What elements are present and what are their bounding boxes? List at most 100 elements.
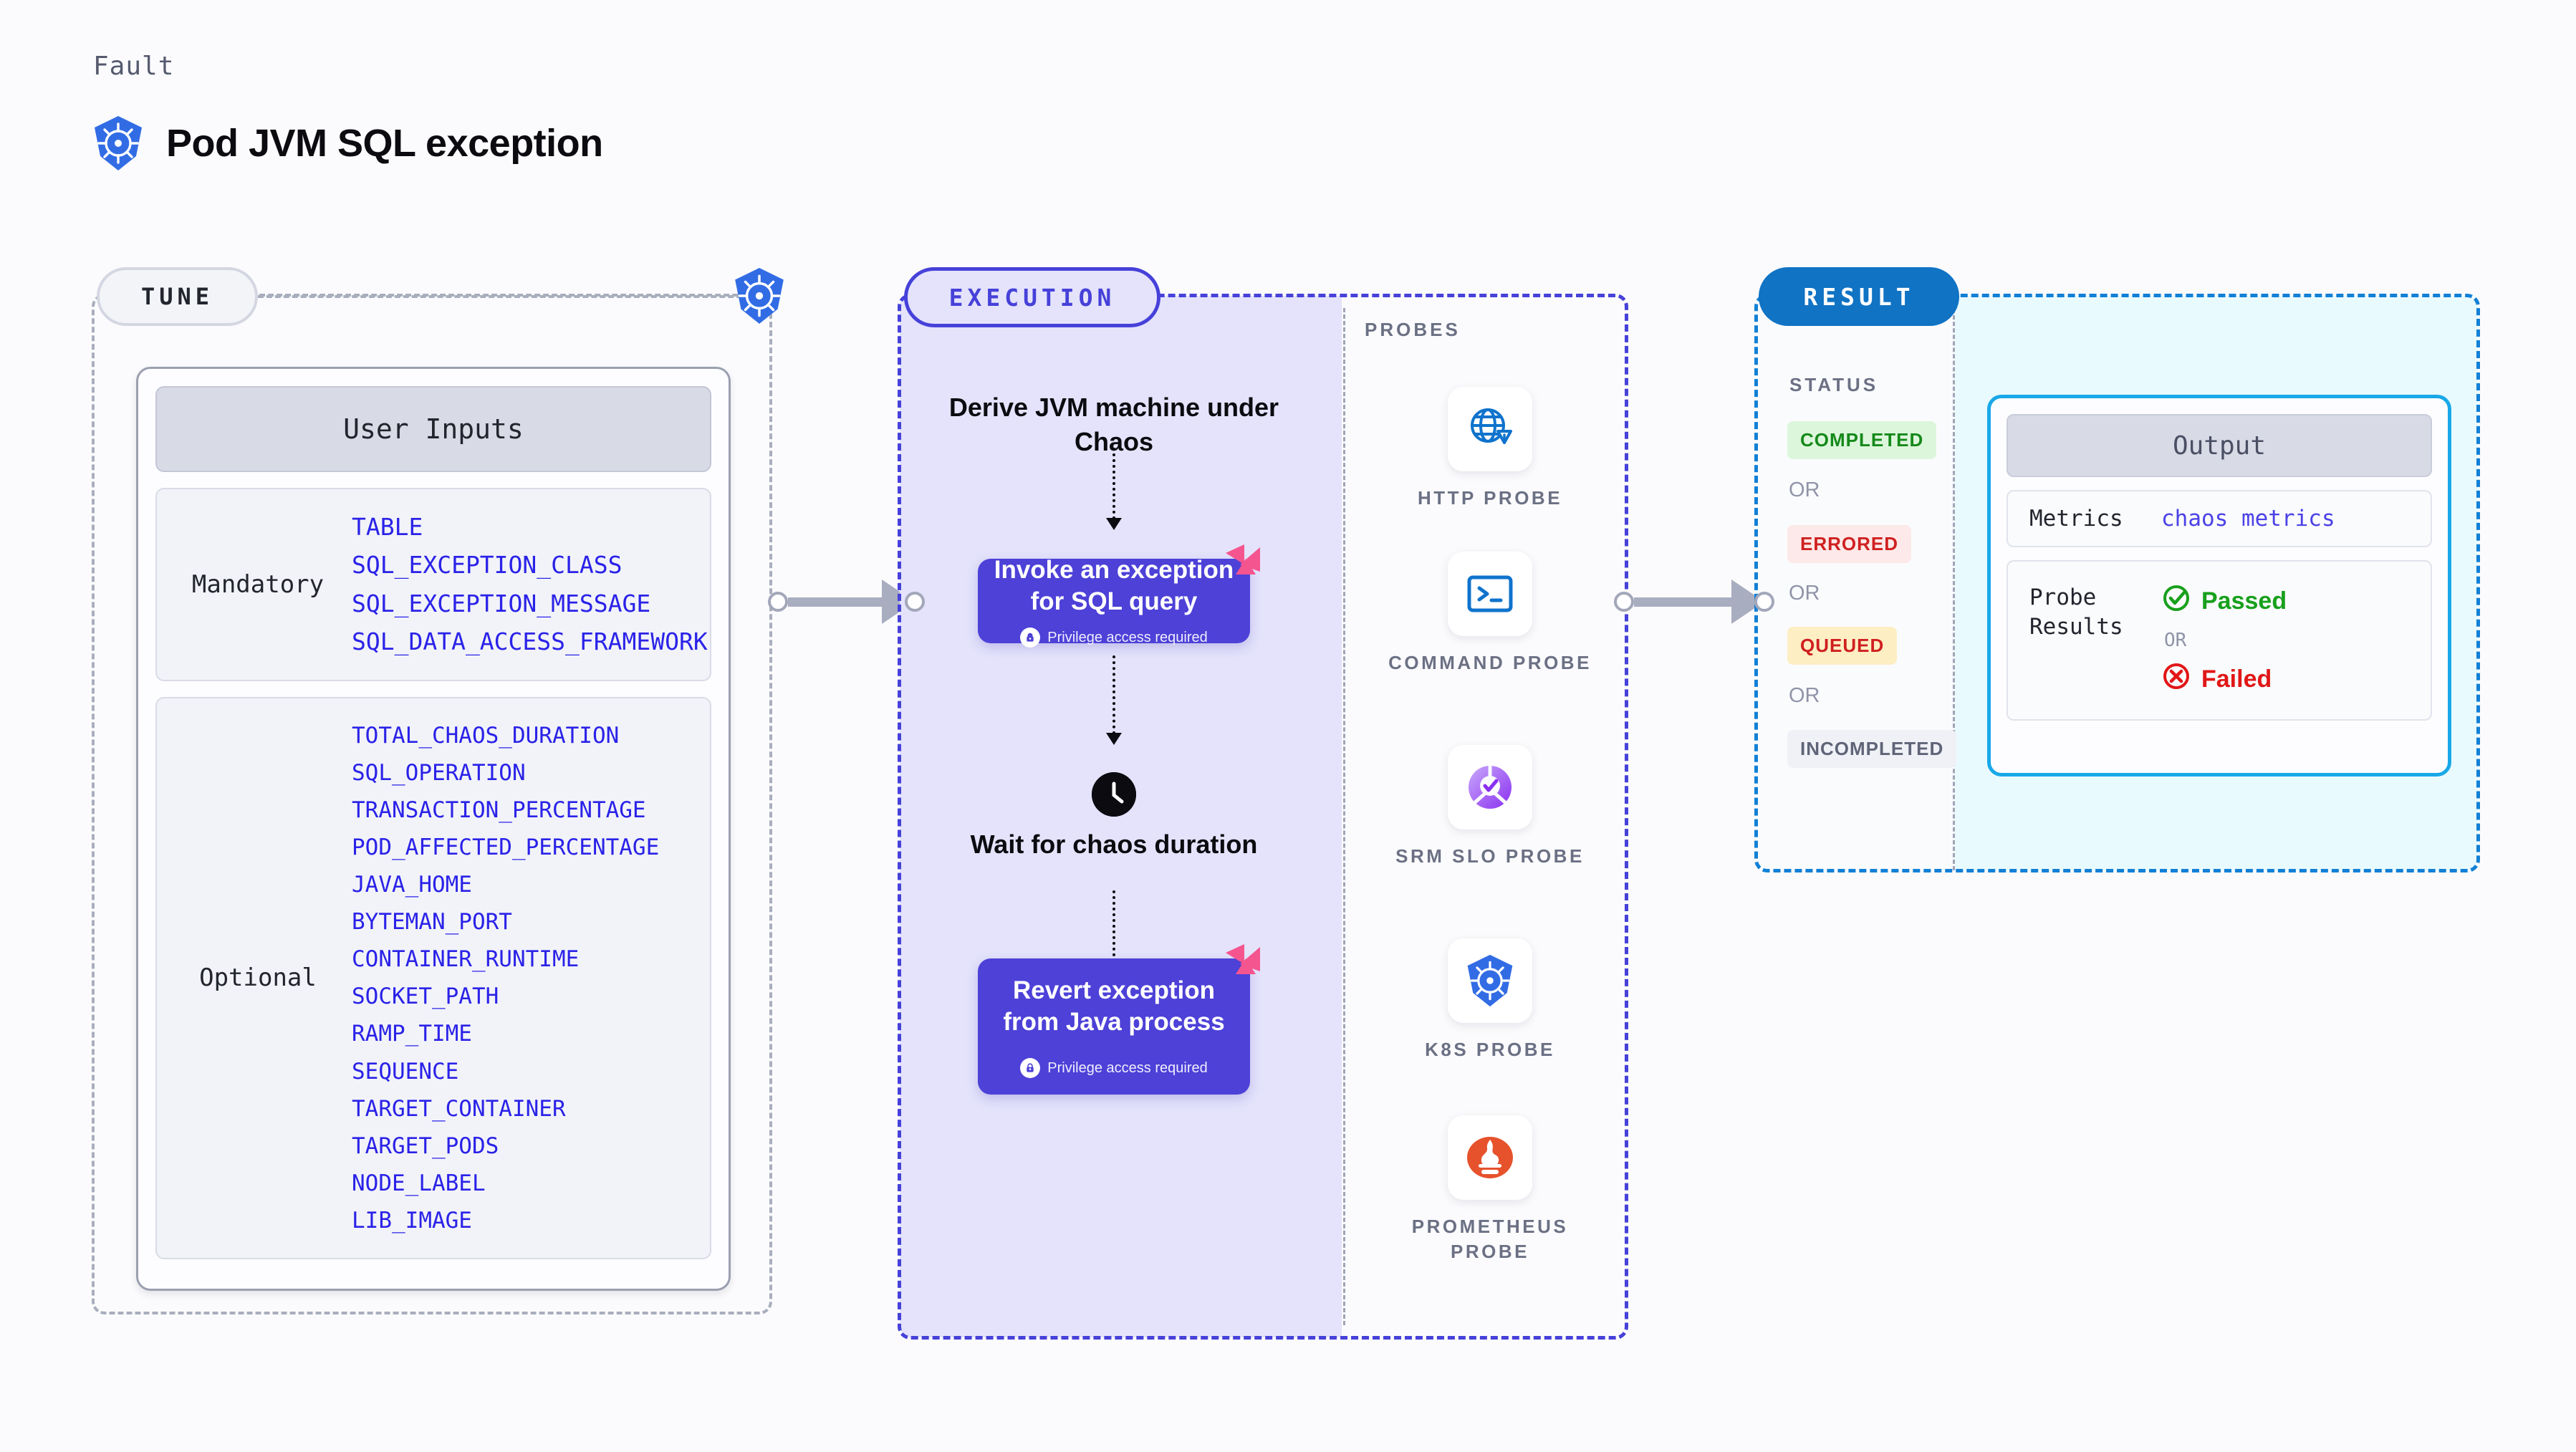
probe-item-command: COMMAND PROBE — [1383, 552, 1597, 675]
param-item: LIB_IMAGE — [352, 1207, 472, 1234]
privilege-note-text: Privilege access required — [1047, 629, 1208, 645]
execution-tint — [900, 296, 1342, 1337]
optional-param-group: Optional TOTAL_CHAOS_DURATION SQL_OPERAT… — [155, 696, 711, 1259]
fault-eyebrow-label: Fault — [93, 52, 175, 81]
output-card: Output Metrics chaos metrics Probe Resul… — [1987, 395, 2451, 777]
result-status-column — [1756, 296, 1955, 870]
kubernetes-icon — [732, 266, 787, 329]
connector-bar — [1634, 597, 1734, 607]
param-item: RAMP_TIME — [352, 1021, 472, 1047]
execution-step-wait-label: Wait for chaos duration — [970, 830, 1258, 859]
privilege-note-text: Privilege access required — [1047, 1059, 1208, 1076]
param-item: SEQUENCE — [352, 1058, 459, 1085]
kubernetes-icon — [1448, 938, 1532, 1023]
param-item: TABLE — [352, 513, 423, 541]
probe-caption: HTTP PROBE — [1417, 487, 1563, 509]
mandatory-group-label: Mandatory — [191, 569, 325, 599]
flow-arrow-line — [1112, 890, 1115, 962]
probe-item-prometheus: PROMETHEUS PROBE — [1383, 1115, 1597, 1264]
optional-group-label: Optional — [199, 963, 317, 993]
flow-arrow-line — [1112, 448, 1115, 519]
flow-arrow-head — [1106, 518, 1122, 530]
globe-warning-icon — [1448, 387, 1532, 471]
connector-execution-to-result — [1614, 580, 1774, 624]
probe-verdict-failed-label: Failed — [2201, 665, 2272, 693]
x-circle-icon — [2161, 661, 2191, 698]
param-item: BYTEMAN_PORT — [352, 909, 512, 936]
kubernetes-icon — [92, 115, 145, 172]
clock-icon — [1092, 772, 1136, 817]
execution-block-revert-exception: Revert exception from Java process Privi… — [978, 944, 1260, 1095]
param-item: CONTAINER_RUNTIME — [352, 946, 580, 973]
probe-verdict-passed-label: Passed — [2201, 587, 2287, 615]
page-title-row: Pod JVM SQL exception — [92, 115, 603, 172]
param-item: TARGET_CONTAINER — [352, 1095, 566, 1122]
litmus-chaos-icon — [1223, 543, 1263, 585]
param-item: SQL_EXCEPTION_CLASS — [352, 551, 623, 580]
param-item: SQL_EXCEPTION_MESSAGE — [352, 589, 651, 617]
page-title: Pod JVM SQL exception — [166, 122, 603, 165]
connector-dot — [1614, 592, 1634, 612]
flow-arrow-head — [1106, 733, 1122, 745]
prometheus-icon — [1448, 1115, 1532, 1200]
status-badge-completed: COMPLETED — [1787, 421, 1937, 459]
probe-caption: COMMAND PROBE — [1388, 652, 1592, 673]
connector-bar — [788, 597, 885, 607]
execution-block-title: Invoke an exception for SQL query — [994, 555, 1234, 615]
probe-verdict-or-label: OR — [2164, 630, 2187, 652]
output-metrics-key: Metrics — [2029, 506, 2123, 532]
optional-param-list: TOTAL_CHAOS_DURATION SQL_OPERATION TRANS… — [352, 717, 659, 1239]
probe-verdict-failed: Failed — [2161, 661, 2287, 698]
param-item: TARGET_PODS — [352, 1133, 499, 1159]
privilege-note: Privilege access required — [1020, 628, 1208, 648]
probe-item-k8s: K8S PROBE — [1383, 938, 1597, 1062]
probe-caption: PROMETHEUS PROBE — [1411, 1216, 1569, 1263]
status-or-label: OR — [1789, 684, 1820, 707]
param-item: SOCKET_PATH — [352, 984, 499, 1010]
tune-pill-label: TUNE — [97, 267, 258, 326]
flow-arrow-line — [1112, 655, 1115, 734]
probe-verdict-passed: Passed — [2161, 583, 2287, 620]
status-badge-queued: QUEUED — [1787, 627, 1898, 665]
probe-item-http: HTTP PROBE — [1383, 387, 1597, 511]
output-probe-key: Probe Results — [2029, 585, 2123, 640]
result-panel — [1754, 294, 2480, 872]
output-row-probe-results: Probe Results Passed OR — [2007, 560, 2432, 721]
param-item: NODE_LABEL — [352, 1170, 486, 1196]
execution-block-title: Revert exception from Java process — [1003, 976, 1225, 1036]
check-circle-icon — [2161, 583, 2191, 620]
probe-verdicts: Passed OR Failed — [2161, 583, 2287, 698]
terminal-icon — [1448, 552, 1532, 636]
connector-dot — [1754, 592, 1774, 612]
probe-caption: SRM SLO PROBE — [1395, 845, 1585, 867]
param-item: SQL_OPERATION — [352, 759, 526, 786]
status-or-label: OR — [1789, 582, 1820, 605]
result-pill-label: RESULT — [1759, 267, 1959, 326]
status-section-label: STATUS — [1789, 374, 1879, 395]
user-inputs-header: User Inputs — [155, 386, 711, 472]
param-item: TOTAL_CHAOS_DURATION — [352, 722, 620, 749]
connector-dot — [768, 592, 788, 612]
param-item: TRANSACTION_PERCENTAGE — [352, 797, 646, 823]
probes-divider — [1343, 308, 1345, 1325]
lock-icon — [1020, 1058, 1041, 1079]
execution-block-invoke-exception: Invoke an exception for SQL query Privil… — [978, 544, 1260, 648]
status-badge-incompleted: INCOMPLETED — [1787, 730, 1957, 768]
mandatory-param-group: Mandatory TABLE SQL_EXCEPTION_CLASS SQL_… — [155, 488, 711, 681]
output-metrics-value: chaos metrics — [2161, 506, 2335, 532]
user-inputs-card: User Inputs Mandatory TABLE SQL_EXCEPTIO… — [136, 367, 731, 1291]
param-item: SQL_DATA_ACCESS_FRAMEWORK — [352, 628, 708, 656]
tune-dashed-connector — [258, 295, 759, 298]
lock-icon — [1020, 628, 1041, 648]
param-item: JAVA_HOME — [352, 872, 472, 898]
execution-panel — [898, 294, 1628, 1340]
status-badge-errored: ERRORED — [1787, 525, 1912, 563]
execution-pill-label: EXECUTION — [904, 267, 1160, 327]
litmus-chaos-icon — [1223, 943, 1263, 985]
status-or-label: OR — [1789, 479, 1820, 501]
mandatory-param-list: TABLE SQL_EXCEPTION_CLASS SQL_EXCEPTION_… — [352, 508, 708, 661]
output-row-metrics: Metrics chaos metrics — [2007, 490, 2432, 548]
privilege-note: Privilege access required — [1020, 1058, 1208, 1079]
probes-section-label: PROBES — [1365, 319, 1461, 340]
